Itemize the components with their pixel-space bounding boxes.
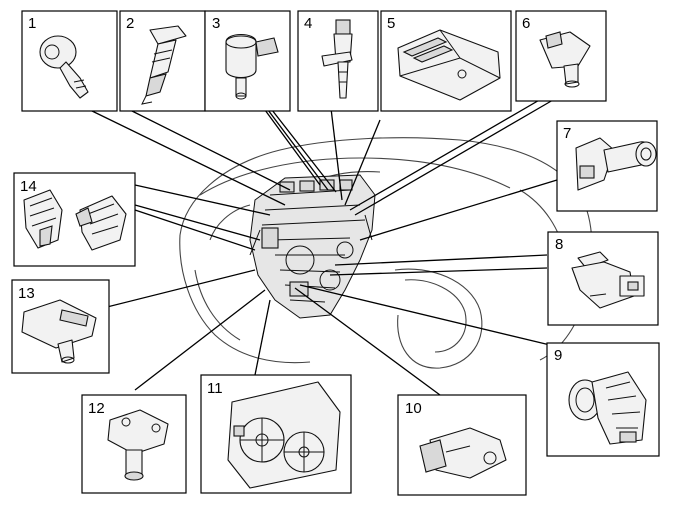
callout-4: 4 bbox=[297, 10, 379, 112]
callout-13-number: 13 bbox=[18, 285, 35, 302]
callout-7-number: 7 bbox=[563, 125, 571, 142]
throttle-body-icon bbox=[568, 371, 647, 445]
callout-6: 6 bbox=[515, 10, 607, 102]
oil-level-sensor-icon bbox=[107, 409, 169, 481]
callout-11: 11 bbox=[200, 374, 352, 494]
engine-block bbox=[249, 174, 376, 319]
manifold-pressure-sensor-icon bbox=[21, 299, 97, 364]
callout-10: 10 bbox=[397, 394, 527, 496]
callout-4-number: 4 bbox=[304, 15, 312, 32]
callout-2-number: 2 bbox=[126, 15, 134, 32]
car-outline bbox=[179, 137, 593, 369]
callout-10-number: 10 bbox=[405, 400, 422, 417]
pressure-sensor-icon bbox=[39, 35, 89, 99]
callout-11-number: 11 bbox=[207, 380, 223, 397]
mass-air-flow-sensor-icon bbox=[575, 137, 657, 191]
callout-1-number: 1 bbox=[28, 15, 36, 32]
callout-9-number: 9 bbox=[554, 347, 562, 364]
callout-12: 12 bbox=[81, 394, 187, 494]
oil-control-valve-icon bbox=[321, 19, 353, 99]
callout-8: 8 bbox=[547, 231, 659, 326]
callout-2: 2 bbox=[119, 10, 206, 112]
callout-5: 5 bbox=[380, 10, 512, 112]
callout-1: 1 bbox=[21, 10, 118, 112]
callout-3: 3 bbox=[204, 10, 291, 112]
engine-control-module-icon bbox=[397, 29, 501, 101]
callout-12-number: 12 bbox=[88, 400, 105, 417]
callout-8-number: 8 bbox=[555, 236, 563, 253]
callout-6-number: 6 bbox=[522, 15, 530, 32]
solenoid-valve-icon bbox=[225, 33, 279, 100]
fuel-injector-icon bbox=[141, 25, 187, 105]
callout-14-number: 14 bbox=[20, 178, 37, 195]
callout-5-number: 5 bbox=[387, 15, 395, 32]
oxygen-sensor-pair-icon bbox=[23, 189, 127, 251]
cooling-fan-assembly-icon bbox=[227, 381, 341, 489]
crankshaft-position-sensor-icon bbox=[419, 427, 507, 479]
callout-7: 7 bbox=[556, 120, 658, 212]
callout-9: 9 bbox=[546, 342, 660, 457]
purge-valve-icon bbox=[571, 251, 645, 309]
leader-lines bbox=[89, 94, 558, 396]
callout-13: 13 bbox=[11, 279, 110, 374]
callout-3-number: 3 bbox=[212, 15, 220, 32]
camshaft-position-sensor-icon bbox=[539, 31, 591, 88]
callout-14: 14 bbox=[13, 172, 136, 267]
